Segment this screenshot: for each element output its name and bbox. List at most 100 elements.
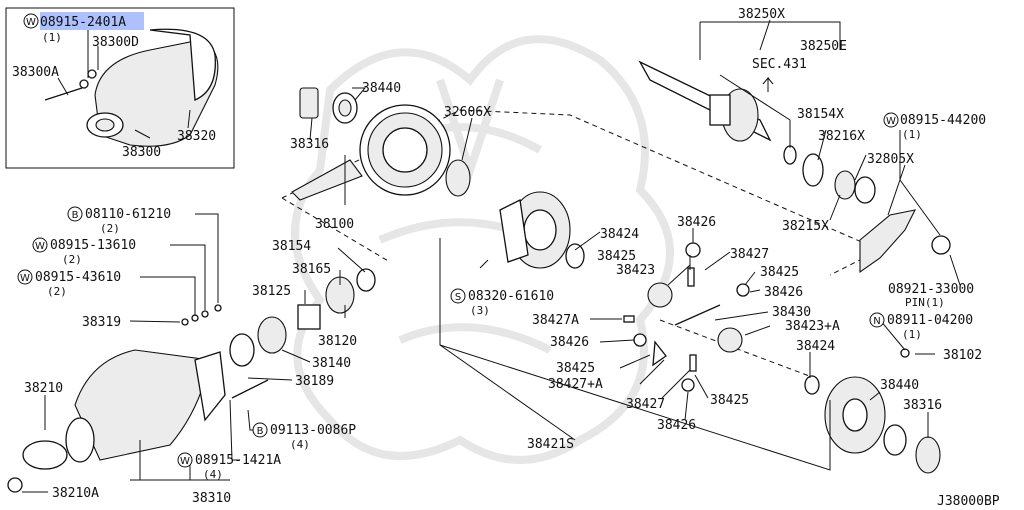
part-label[interactable]: 38320 (177, 129, 216, 144)
dash-pinion (281, 197, 391, 263)
qty-label: (1) (42, 31, 62, 44)
part-label[interactable]: 38426 (677, 215, 716, 230)
leader-lines (22, 19, 961, 493)
part-label[interactable]: 38426 (657, 418, 696, 433)
part-label[interactable]: 38426 (764, 285, 803, 300)
part-label[interactable]: 38427+A (548, 377, 603, 392)
circle-mark-letter: W (20, 273, 30, 284)
circle-mark-letter: W (35, 241, 45, 252)
circle-mark-letter: W (26, 17, 36, 28)
part-label[interactable]: 08911-04200 (887, 313, 973, 328)
part-label[interactable]: 09113-0086P (270, 423, 356, 438)
part-label[interactable]: 32606X (444, 105, 491, 120)
pinion-mate-gears (623, 242, 750, 392)
part-label[interactable]: 38430 (772, 305, 811, 320)
part-label[interactable]: 08915-1421A (195, 453, 281, 468)
sec-arrow-icon (762, 76, 774, 92)
differential-case (499, 191, 585, 269)
circle-mark (869, 312, 885, 328)
companion-shaft (638, 60, 951, 274)
part-label[interactable]: 38210A (52, 486, 99, 501)
part-label[interactable]: 38102 (943, 348, 982, 363)
part-label[interactable]: 38120 (318, 334, 357, 349)
part-label[interactable]: 38165 (292, 262, 331, 277)
circle-mark-letter: W (180, 456, 190, 467)
inset-frame (5, 7, 235, 169)
qty-label: (2) (62, 253, 82, 266)
part-label[interactable]: 38189 (295, 374, 334, 389)
part-label[interactable]: 38423 (616, 263, 655, 278)
part-label[interactable]: 38425 (597, 249, 636, 264)
part-label[interactable]: 38154X (797, 107, 844, 122)
part-label[interactable]: 38319 (82, 315, 121, 330)
part-label[interactable]: 38427 (730, 247, 769, 262)
part-label[interactable]: 38423+A (785, 319, 840, 334)
part-label[interactable]: 38250E (800, 39, 847, 54)
circle-mark (67, 206, 83, 222)
part-label[interactable]: 38125 (252, 284, 291, 299)
part-label[interactable]: 38440 (880, 378, 919, 393)
part-label[interactable]: 38440 (362, 81, 401, 96)
part-label[interactable]: 38424 (600, 227, 639, 242)
part-label[interactable]: 38300 (122, 145, 161, 160)
circle-mark-letter: B (257, 426, 264, 437)
part-label[interactable]: 38316 (903, 398, 942, 413)
drive-pinion-and-gear (291, 87, 471, 201)
part-label[interactable]: 38425 (710, 393, 749, 408)
qty-label: (3) (470, 304, 490, 317)
qty-label: (1) (902, 128, 922, 141)
part-label[interactable]: 38427A (532, 313, 579, 328)
side-housing (804, 348, 941, 474)
part-label[interactable]: 38216X (818, 129, 865, 144)
qty-label: (2) (47, 285, 67, 298)
part-label[interactable]: 08915-43610 (35, 270, 121, 285)
part-label[interactable]: 38300A (12, 65, 59, 80)
part-label[interactable]: 38154 (272, 239, 311, 254)
circle-mark-letter: W (886, 116, 896, 127)
pin-label: PIN(1) (905, 296, 945, 309)
rear-carrier-housing (7, 349, 269, 493)
qty-label: (4) (290, 438, 310, 451)
part-label[interactable]: 38427 (626, 397, 665, 412)
part-label[interactable]: 38425 (556, 361, 595, 376)
circle-mark (23, 13, 39, 29)
circle-mark (252, 422, 268, 438)
part-label[interactable]: 08915-13610 (50, 238, 136, 253)
part-label[interactable]: 38300D (92, 35, 139, 50)
part-label[interactable]: 38215X (782, 219, 829, 234)
circle-mark-letter: S (455, 292, 461, 303)
part-label[interactable]: 08915-44200 (900, 113, 986, 128)
qty-label: (4) (203, 468, 223, 481)
circle-mark-letter: B (72, 210, 79, 221)
part-label[interactable]: 38316 (290, 137, 329, 152)
part-label[interactable]: 08110-61210 (85, 207, 171, 222)
inset-carrier-housing (44, 28, 219, 147)
part-label[interactable]: 38210 (24, 381, 63, 396)
part-label[interactable]: 08915-2401A (40, 15, 126, 30)
circle-mark (32, 237, 48, 253)
part-label[interactable]: 32805X (867, 152, 914, 167)
part-label[interactable]: 38424 (796, 339, 835, 354)
dash-lower (659, 319, 821, 381)
part-label[interactable]: 38250X (738, 7, 785, 22)
highlight-08915-2401a (40, 12, 144, 30)
circle-mark (17, 269, 33, 285)
pinion-bearing-stack (181, 268, 376, 367)
part-label[interactable]: 08320-61610 (468, 289, 554, 304)
diagram-code: J38000BP (937, 494, 1000, 509)
part-label[interactable]: 38421S (527, 437, 574, 452)
dash-upper (281, 109, 882, 276)
qty-label: (1) (902, 328, 922, 341)
circle-mark (450, 288, 466, 304)
part-label[interactable]: 38140 (312, 356, 351, 371)
part-label[interactable]: 38100 (315, 217, 354, 232)
part-label[interactable]: 38310 (192, 491, 231, 506)
part-label[interactable]: 38425 (760, 265, 799, 280)
section-ref[interactable]: SEC.431 (752, 57, 807, 72)
part-label[interactable]: 38426 (550, 335, 589, 350)
circle-markers: W W B W W B W S N (17, 13, 899, 468)
part-label[interactable]: 08921-33000 (888, 282, 974, 297)
circle-mark (177, 452, 193, 468)
